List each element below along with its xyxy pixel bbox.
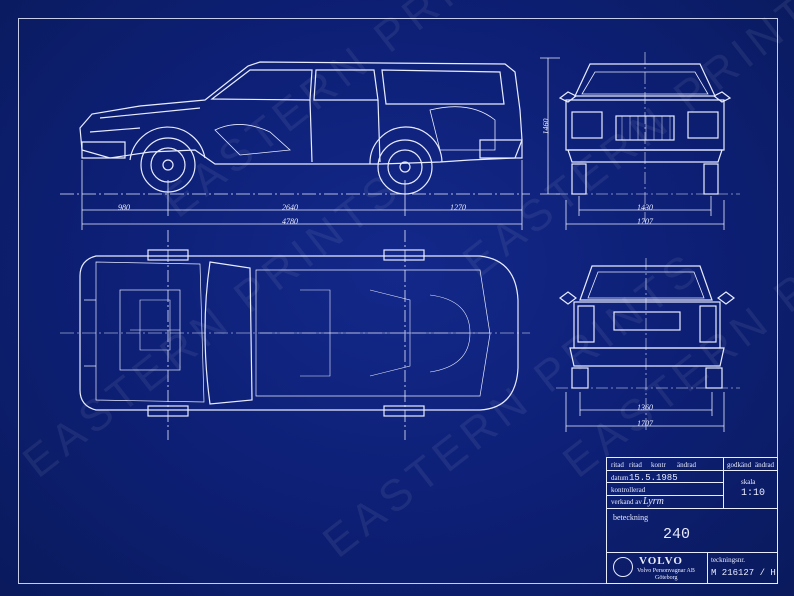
drawing-number-value: M 216127 / H <box>711 568 776 578</box>
company-line-1: Volvo Personvagnar AB <box>637 568 695 574</box>
header-label: ritad <box>611 461 624 469</box>
dim-rear-track: 1360 <box>637 403 653 412</box>
rear-view <box>556 258 740 430</box>
dim-rear-overhang: 1270 <box>450 203 466 212</box>
designation-label: beteckning <box>613 513 649 522</box>
header-label: kontr <box>651 461 666 469</box>
dim-front-overhang: 980 <box>118 203 130 212</box>
volvo-logo-icon <box>613 557 633 577</box>
signature: Lyrm <box>643 496 664 507</box>
side-dimension-lines <box>81 57 560 440</box>
scale-label: skala <box>741 478 756 486</box>
dim-front-track: 1430 <box>637 203 653 212</box>
scale-value: 1:10 <box>741 488 766 499</box>
date-value: 15.5.1985 <box>629 473 678 483</box>
header-label: ändrad <box>677 461 697 469</box>
dim-rear-width: 1707 <box>637 419 653 428</box>
rear-dimension-lines <box>565 392 725 432</box>
side-view <box>60 61 530 195</box>
front-view <box>556 52 740 222</box>
drawing-number-label: teckningsnr. <box>711 556 746 564</box>
header-label: ändrad <box>755 461 775 469</box>
checked-label: kontrollerad <box>611 486 646 494</box>
front-dimension-lines <box>565 196 725 230</box>
drawing-frame <box>18 18 778 584</box>
dim-overall-length: 4780 <box>282 217 298 226</box>
header-label: ritad <box>629 461 642 469</box>
dim-height: 1460 <box>541 118 551 135</box>
header-label: godkänd <box>727 461 752 469</box>
designation-value: 240 <box>663 526 691 543</box>
company-line-2: Göteborg <box>655 575 678 581</box>
dim-front-width: 1707 <box>637 217 653 226</box>
dim-wheelbase: 2640 <box>282 203 298 212</box>
title-block: ritad ritad kontr ändrad godkänd ändrad … <box>606 457 778 584</box>
top-view <box>60 249 530 417</box>
approved-label: verkand av <box>611 498 642 506</box>
date-label: datum <box>611 474 629 482</box>
brand-name: VOLVO <box>639 555 683 567</box>
